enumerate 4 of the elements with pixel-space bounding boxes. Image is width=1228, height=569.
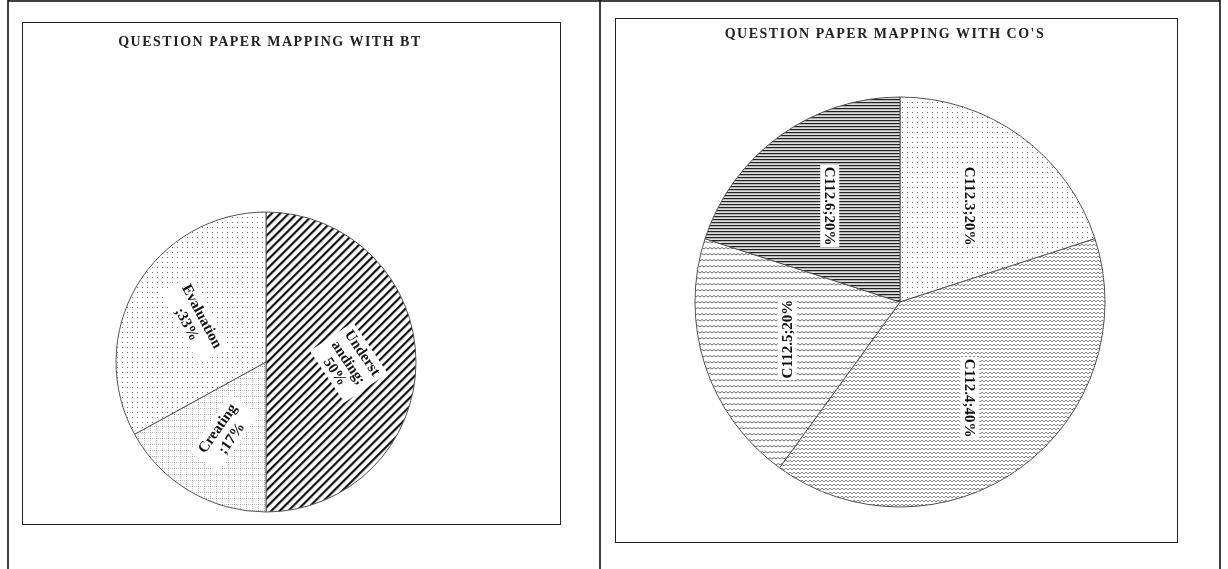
chart-title: QUESTION PAPER MAPPING WITH CO'S — [723, 26, 1047, 42]
data-label: C112.6;20% — [820, 164, 840, 248]
chart-title: QUESTION PAPER MAPPING WITH BT — [117, 34, 423, 50]
data-label: C112.4;40% — [960, 356, 980, 440]
